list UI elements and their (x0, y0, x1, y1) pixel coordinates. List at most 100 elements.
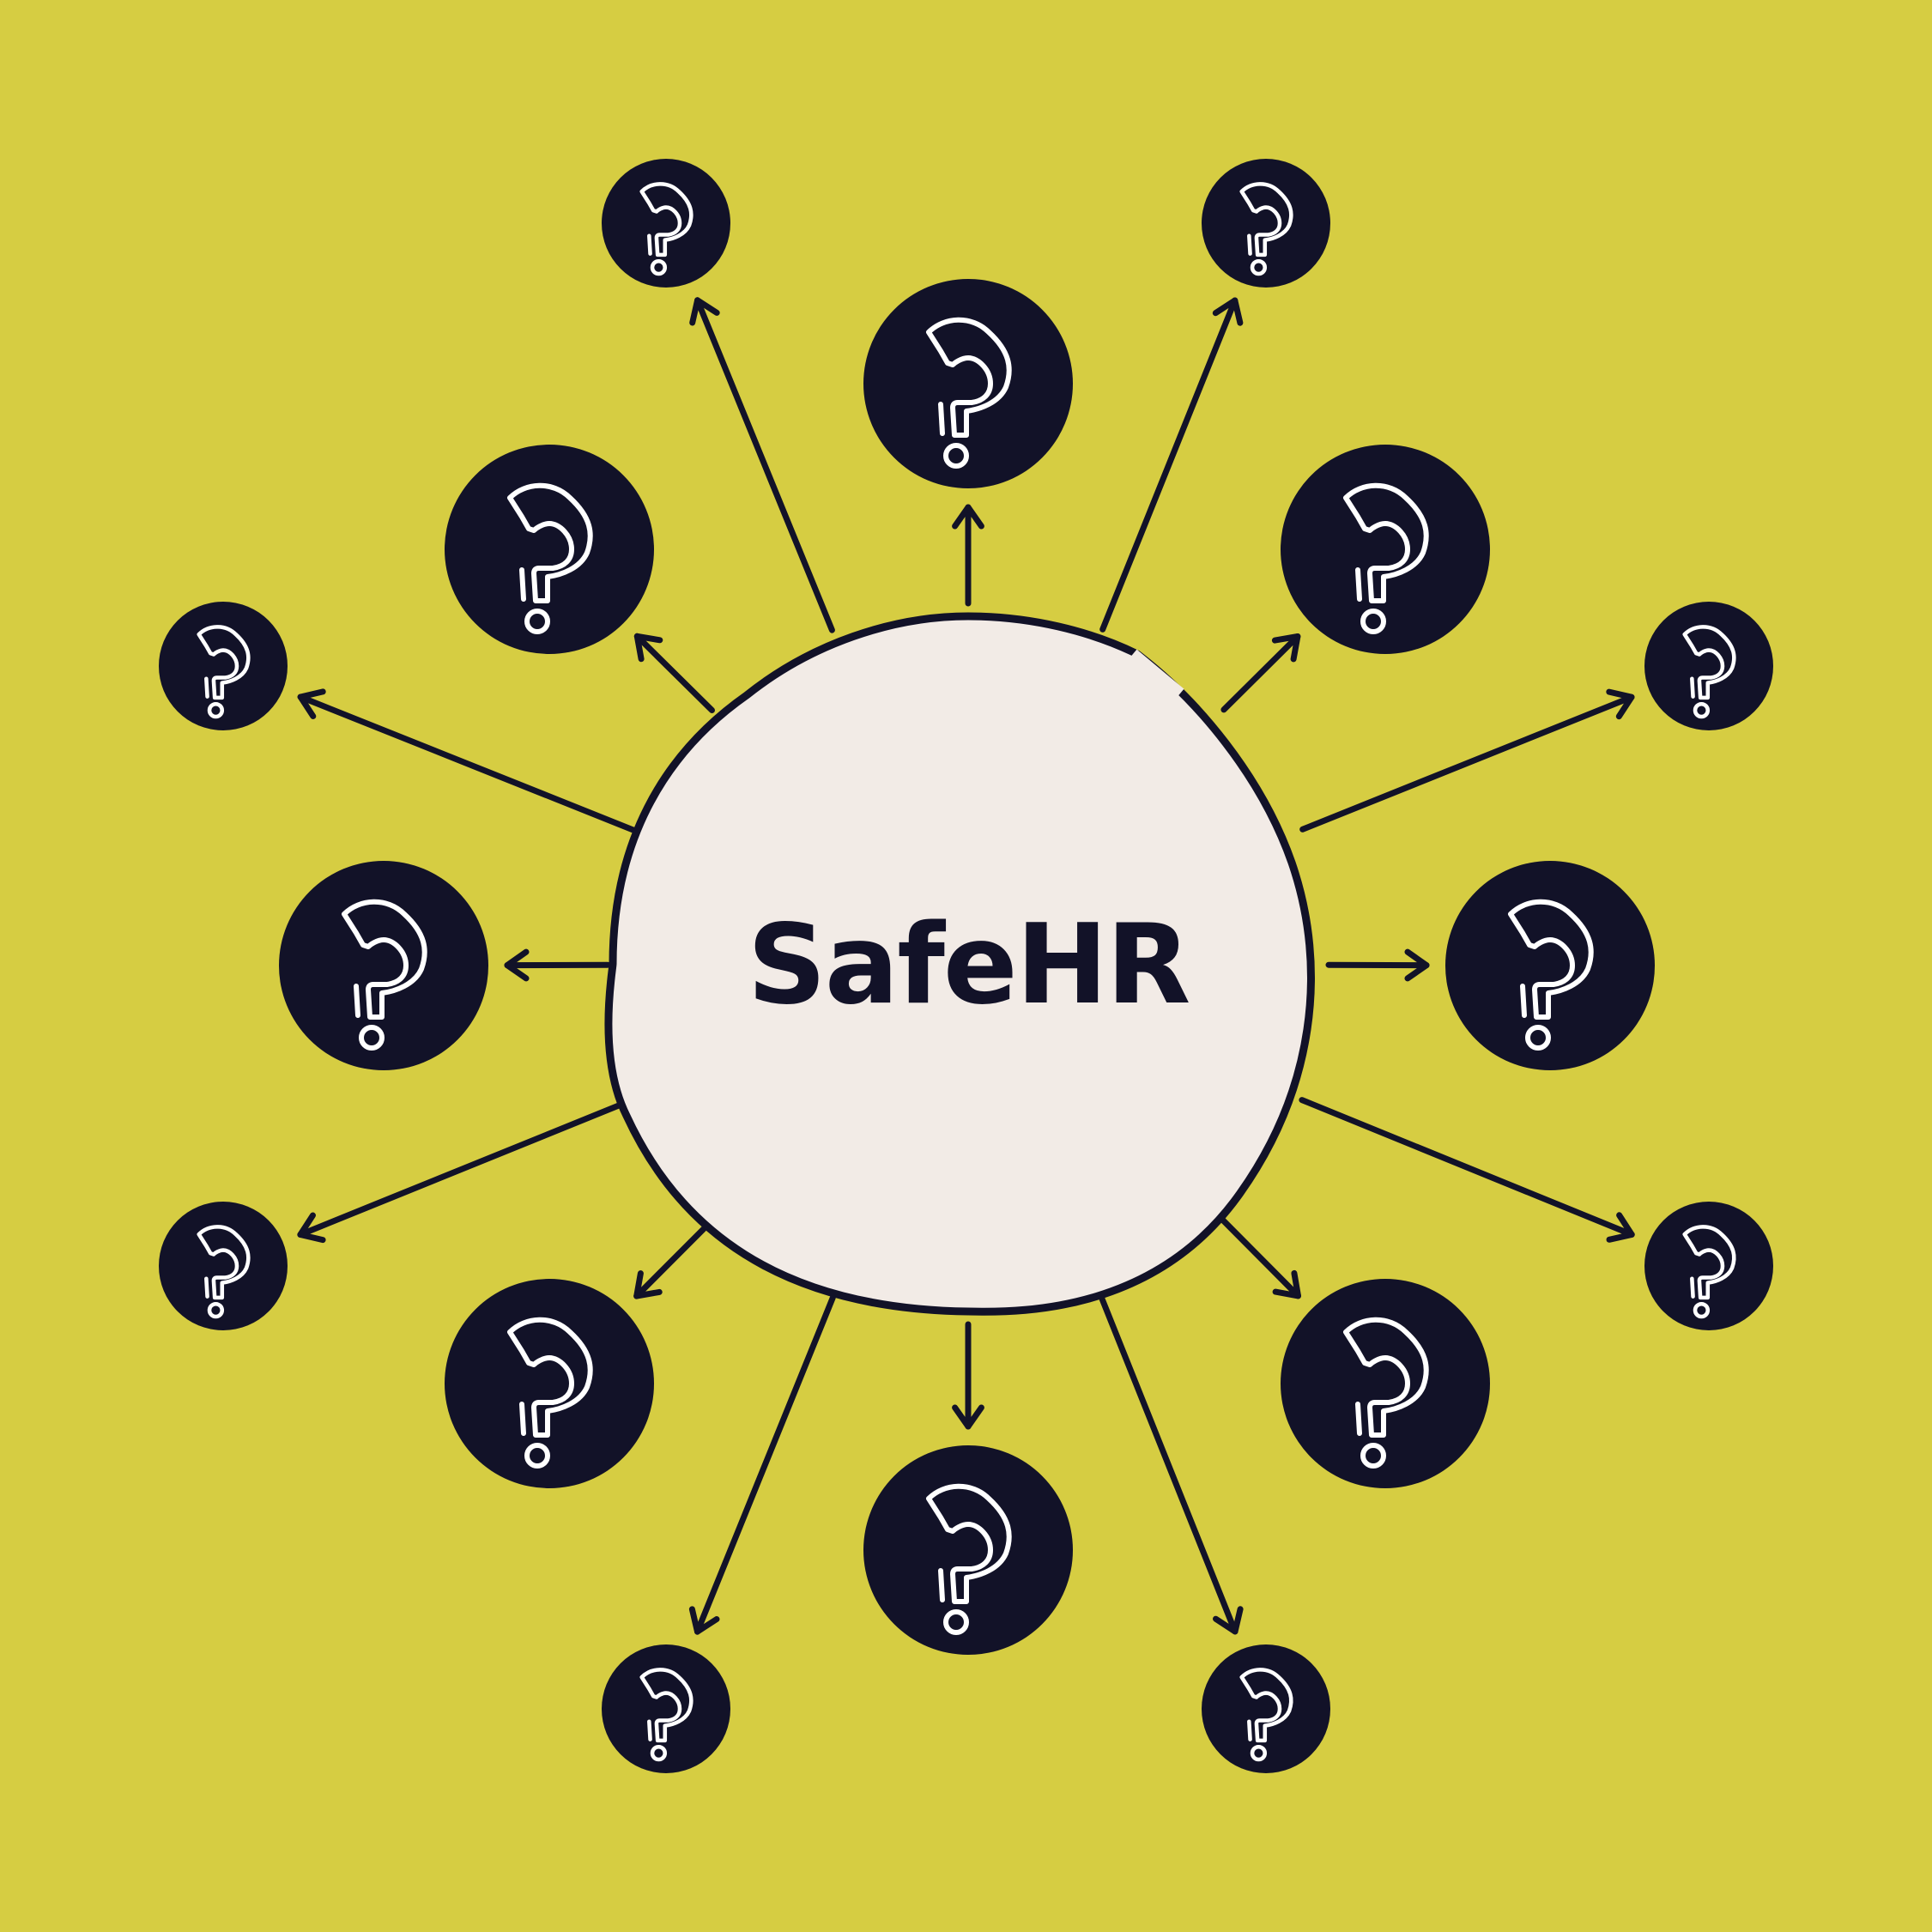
question-node-circle (1644, 1202, 1773, 1330)
question-mark-dot (1360, 609, 1386, 634)
question-mark-hook (1682, 625, 1736, 700)
question-node (1202, 159, 1330, 288)
question-mark-stem (1355, 1402, 1362, 1436)
question-mark-hook (639, 1668, 693, 1743)
question-mark-dot (1693, 701, 1711, 719)
question-mark-stem (938, 1568, 945, 1602)
question-mark-stem (1247, 1719, 1252, 1741)
hub-circle (604, 612, 1315, 1316)
question-mark-hook (342, 899, 427, 1020)
connector-arrow (633, 633, 715, 713)
question-mark-stem (354, 984, 360, 1018)
question-node (1202, 1644, 1330, 1773)
question-node-circle (863, 1445, 1073, 1655)
question-node (602, 159, 730, 288)
question-mark-stem (204, 676, 209, 699)
question-mark-icon (639, 1668, 693, 1762)
question-mark-hook (1343, 482, 1429, 603)
hub-notch (1129, 649, 1184, 699)
question-mark-hook (1239, 182, 1293, 257)
question-mark-stem (1247, 233, 1252, 256)
question-mark-icon (1239, 182, 1293, 276)
question-node (1281, 1279, 1490, 1488)
connector-arrowhead (1606, 688, 1635, 720)
question-mark-dot (524, 609, 550, 634)
question-node (159, 602, 288, 730)
question-node (602, 1644, 730, 1773)
connector-arrow (297, 693, 637, 833)
question-mark-stem (647, 1719, 652, 1741)
question-mark-hook (639, 182, 693, 257)
question-mark-hook (1508, 899, 1594, 1020)
question-mark-stem (1355, 567, 1362, 602)
question-mark-dot (524, 1443, 550, 1469)
question-mark-dot (1525, 1025, 1551, 1051)
question-mark-dot (1250, 1744, 1268, 1762)
connector-arrowhead (952, 504, 984, 530)
question-mark-dot (207, 701, 225, 719)
connector-arrowhead (633, 633, 663, 663)
question-mark-icon (507, 1317, 593, 1469)
question-mark-hook (507, 1317, 593, 1438)
question-mark-icon (1682, 625, 1736, 719)
question-mark-dot (943, 443, 969, 469)
question-mark-hook (1682, 1225, 1736, 1300)
question-mark-stem (1520, 984, 1527, 1018)
question-mark-icon (1343, 1317, 1429, 1469)
question-node-circle (279, 861, 488, 1070)
question-mark-dot (1693, 1301, 1711, 1319)
question-mark-dot (359, 1025, 385, 1051)
question-nodes (159, 159, 1773, 1773)
question-mark-dot (650, 258, 668, 276)
question-mark-stem (204, 1276, 209, 1299)
question-node (1445, 861, 1655, 1070)
question-node-circle (1281, 445, 1490, 654)
connector-arrow (1299, 693, 1635, 833)
question-mark-icon (197, 625, 251, 719)
question-node (279, 861, 488, 1070)
question-mark-stem (1690, 676, 1695, 699)
question-mark-icon (342, 899, 427, 1051)
question-node-circle (445, 1279, 654, 1488)
question-mark-hook (1343, 1317, 1429, 1438)
connector-arrowhead (952, 1404, 984, 1430)
question-mark-dot (650, 1744, 668, 1762)
question-node-circle (1281, 1279, 1490, 1488)
question-mark-icon (926, 1483, 1012, 1635)
connector-arrowhead (633, 1270, 663, 1299)
question-node (1281, 445, 1490, 654)
question-mark-hook (1239, 1668, 1293, 1743)
connector-arrowhead (1272, 1269, 1301, 1299)
question-mark-icon (1239, 1668, 1293, 1762)
connector-arrow (1099, 297, 1239, 633)
question-node-circle (445, 445, 654, 654)
connector-arrow (694, 1294, 836, 1635)
connector-arrow (694, 297, 835, 633)
question-mark-hook (507, 482, 593, 603)
question-mark-icon (926, 317, 1012, 469)
question-mark-icon (507, 482, 593, 634)
connector-arrowhead (688, 1606, 720, 1635)
question-node-circle (1644, 602, 1773, 730)
question-node (863, 1445, 1073, 1655)
question-mark-dot (1360, 1443, 1386, 1469)
connector-arrowhead (1404, 948, 1430, 982)
connector-arrow (1099, 1295, 1239, 1635)
question-mark-hook (197, 625, 251, 700)
question-mark-hook (197, 1225, 251, 1300)
connector-arrow (1219, 1216, 1301, 1299)
question-mark-icon (1343, 482, 1429, 634)
hub-label: SafeHR (748, 901, 1190, 1029)
connector-arrow (1299, 1097, 1635, 1238)
question-mark-icon (1508, 899, 1594, 1051)
question-mark-icon (639, 182, 693, 276)
question-node (1644, 1202, 1773, 1330)
connector-arrow (633, 1215, 717, 1299)
question-mark-hook (926, 1483, 1012, 1604)
question-node-circle (1202, 159, 1330, 288)
question-mark-hook (926, 317, 1012, 438)
question-node (159, 1202, 288, 1330)
question-node-circle (602, 1644, 730, 1773)
connector-arrow (297, 1096, 638, 1238)
